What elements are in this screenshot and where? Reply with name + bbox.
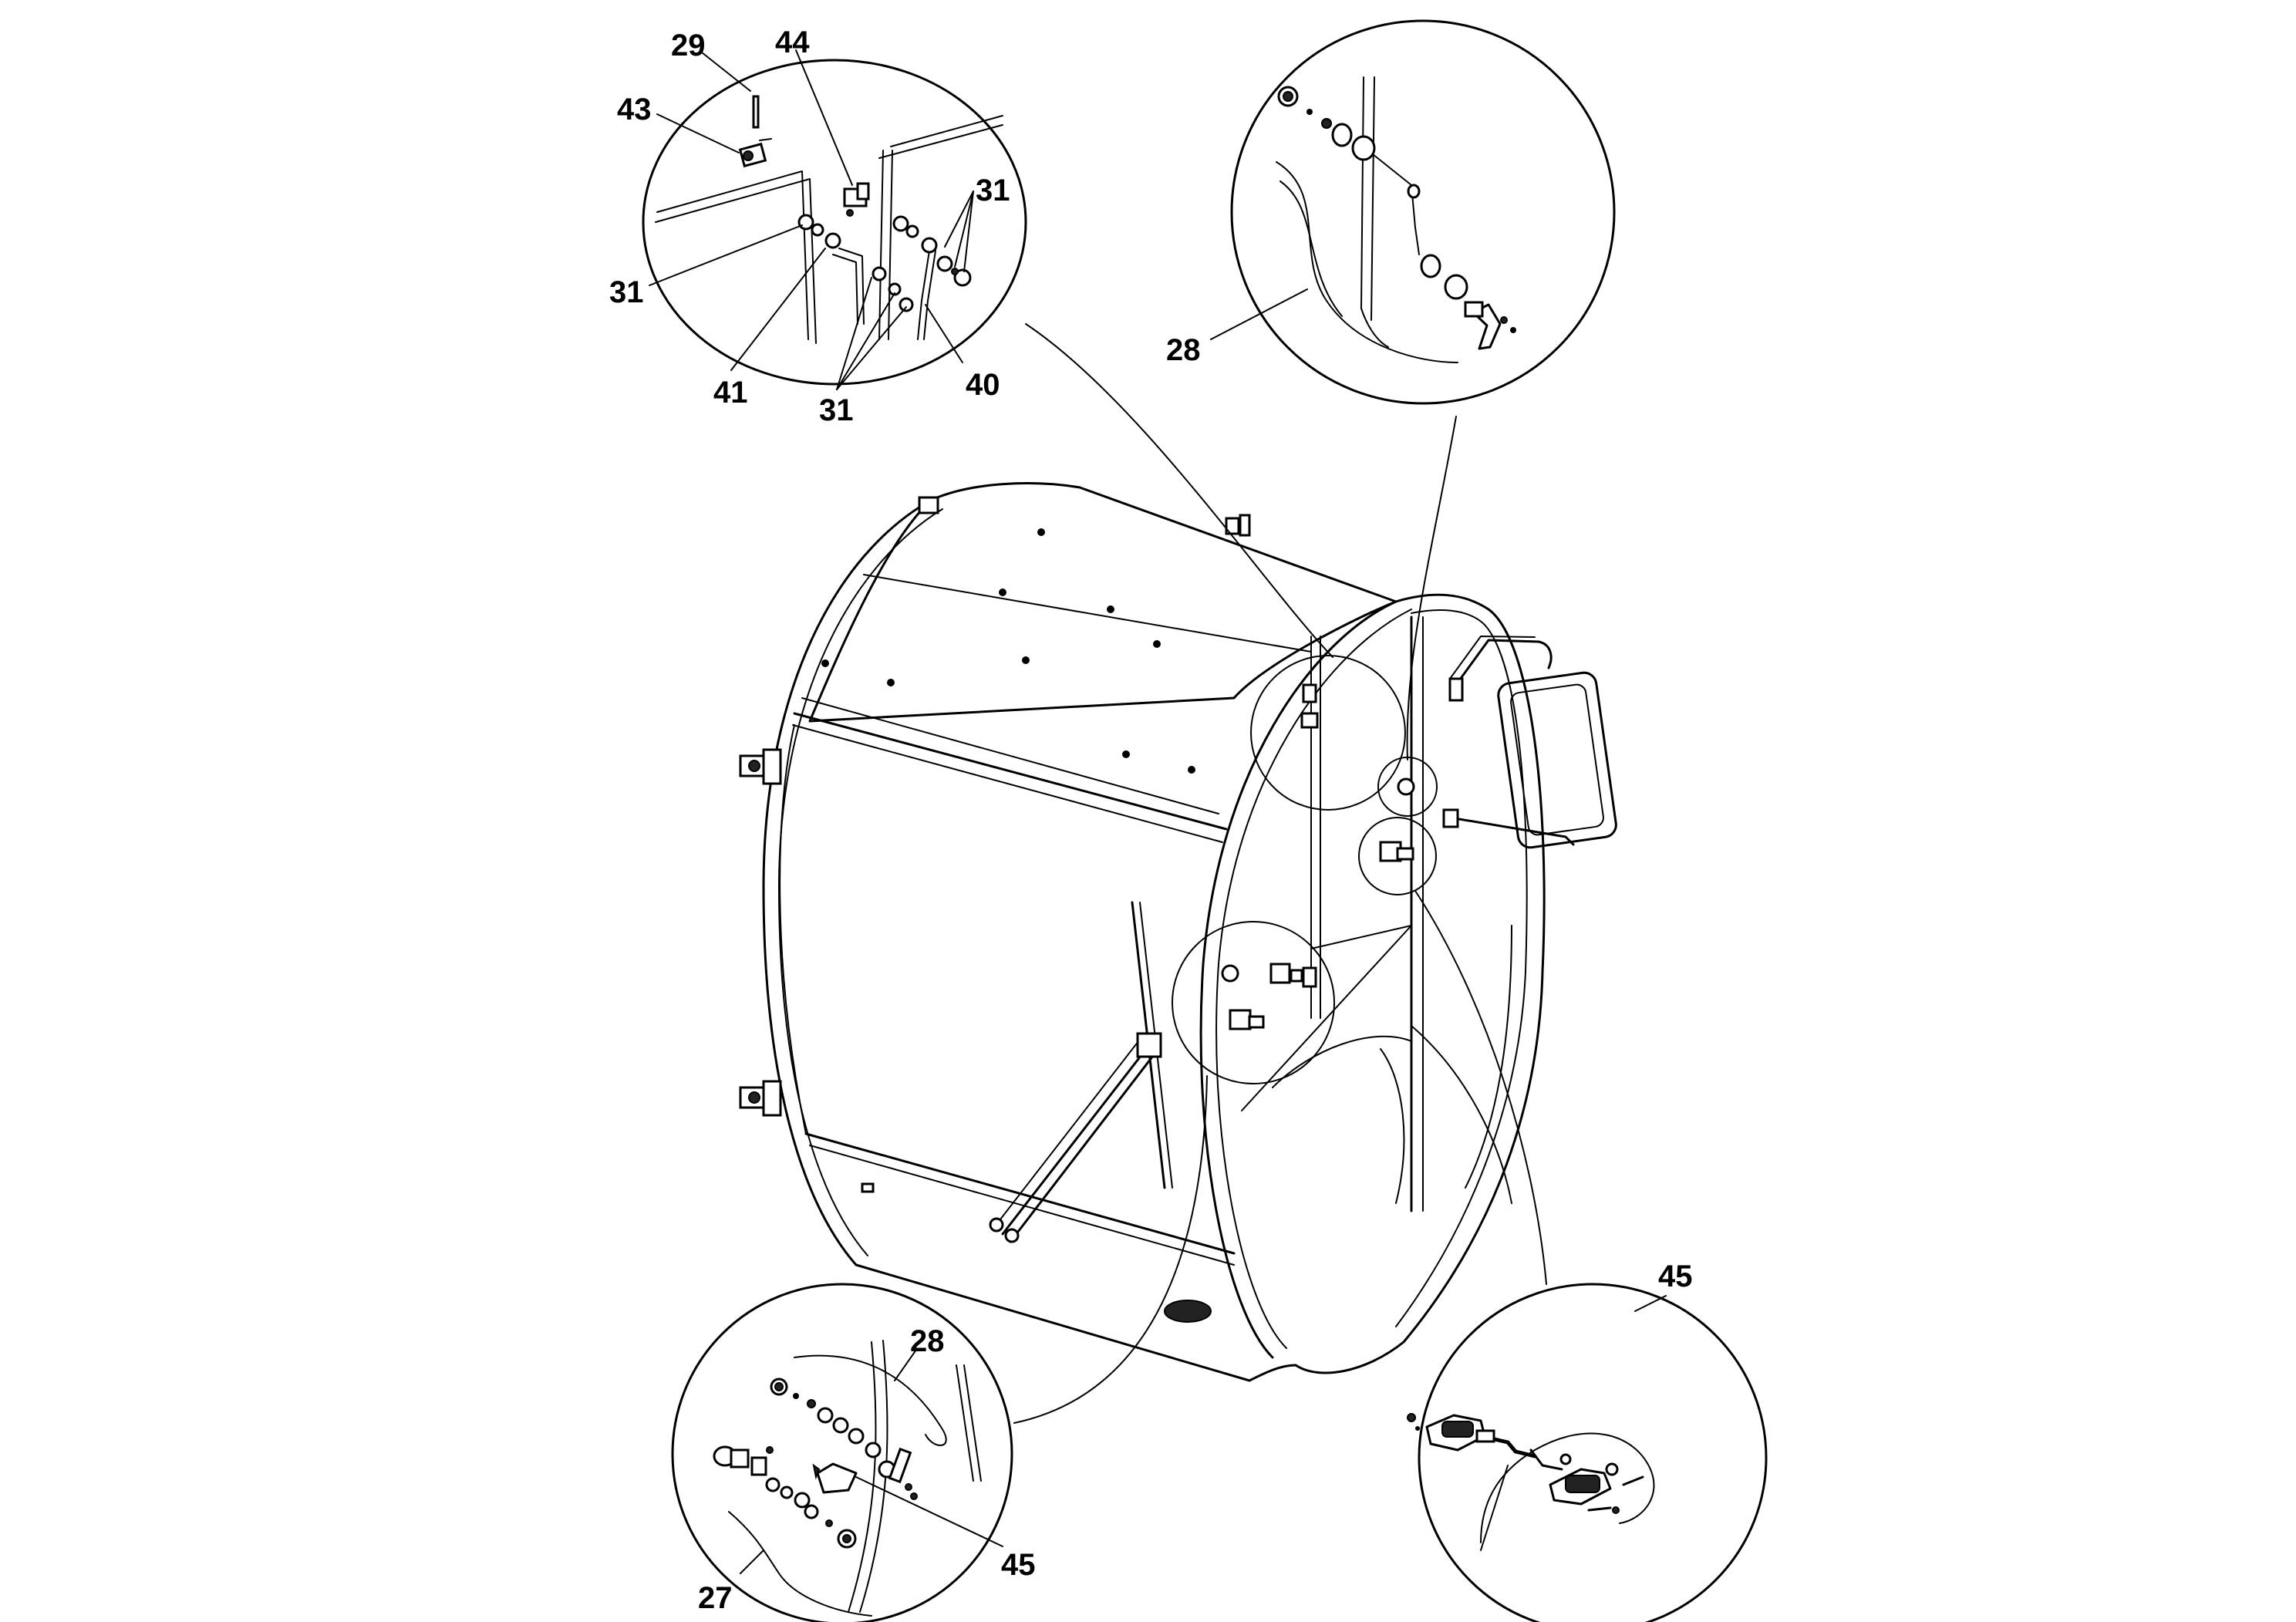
callout-bottom-right: 45 (1407, 1259, 1768, 1622)
detail-circle-door-lower (1172, 921, 1335, 1084)
callout-top-right: 28 (1166, 19, 1616, 405)
cab-body (739, 482, 1617, 1382)
label-43: 43 (617, 93, 652, 126)
label-28: 28 (910, 1324, 945, 1358)
connector-line (1414, 890, 1547, 1285)
label-45: 45 (1658, 1259, 1693, 1293)
wiper-icon (989, 901, 1173, 1243)
callout-top-left: 29 44 43 31 31 41 31 40 (609, 25, 1027, 427)
mirror-icon (1442, 636, 1617, 849)
door-fittings (1221, 683, 1415, 1030)
connector-line (1406, 416, 1457, 760)
detail-circle-door-latch (1358, 817, 1437, 895)
label-31: 31 (976, 174, 1010, 207)
label-31: 31 (819, 393, 854, 427)
label-45: 45 (1001, 1548, 1036, 1582)
connector-line (1013, 1075, 1208, 1424)
label-31: 31 (609, 275, 644, 309)
connector-line (1025, 323, 1333, 658)
label-27: 27 (698, 1581, 733, 1615)
label-44: 44 (775, 25, 810, 59)
roof-holes (821, 528, 1195, 774)
hinge-icon (739, 1080, 782, 1117)
label-29: 29 (671, 29, 706, 62)
callout-bottom-left: 28 27 45 (671, 1283, 1036, 1622)
hinge-icon (739, 748, 782, 785)
label-41: 41 (713, 376, 748, 410)
detail-circle-door-upper (1250, 655, 1406, 811)
label-28: 28 (1166, 333, 1201, 367)
label-40: 40 (966, 368, 1000, 402)
